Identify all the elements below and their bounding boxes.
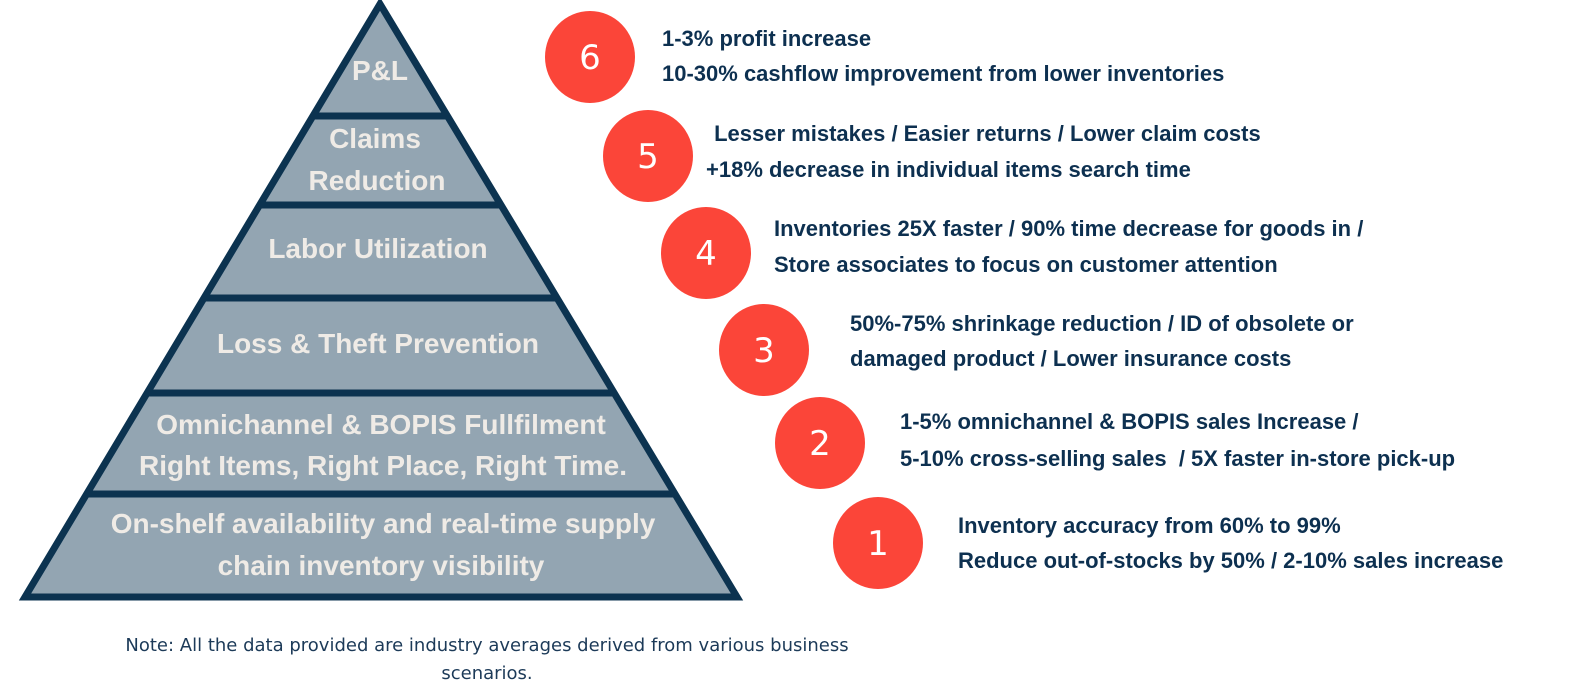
badge-circle [775, 397, 865, 489]
tier-omnichannel: Right Items, Right Place, Right Time. [139, 450, 627, 481]
benefit-text: Store associates to focus on customer at… [774, 252, 1278, 277]
benefit-text: 50%-75% shrinkage reduction / ID of obso… [850, 311, 1354, 336]
badge-number: 3 [753, 331, 775, 371]
benefit-text: 1-3% profit increase [662, 26, 871, 51]
tier-dividers [87, 112, 675, 498]
badge-circle [661, 207, 751, 299]
badge-circle [833, 497, 923, 589]
benefit-text: 10-30% cashflow improvement from lower i… [662, 61, 1224, 86]
badge-circle [603, 110, 693, 202]
benefit-text: 5-10% cross-selling sales / 5X faster in… [900, 446, 1455, 471]
benefit-2: 2 1-5% omnichannel & BOPIS sales Increas… [775, 397, 1455, 489]
benefit-text: Reduce out-of-stocks by 50% / 2-10% sale… [958, 548, 1503, 573]
tier-loss-theft-prevention: Loss & Theft Prevention [217, 328, 539, 359]
badge-circle [545, 11, 635, 103]
tier-claims-reduction: Claims [329, 123, 421, 154]
benefit-6: 6 1-3% profit increase 10-30% cashflow i… [545, 11, 1224, 103]
badge-number: 1 [867, 524, 889, 564]
benefit-text: +18% decrease in individual items search… [706, 157, 1191, 182]
benefit-text: 1-5% omnichannel & BOPIS sales Increase … [900, 409, 1359, 434]
badge-number: 2 [809, 424, 831, 464]
tier-labor-utilization: Labor Utilization [268, 233, 487, 264]
benefit-text: Inventory accuracy from 60% to 99% [958, 513, 1341, 538]
tier-on-shelf: On-shelf availability and real-time supp… [111, 508, 656, 539]
benefit-1: 1 Inventory accuracy from 60% to 99% Red… [833, 497, 1503, 589]
badge-number: 4 [695, 234, 717, 274]
tier-pnl: P&L [352, 55, 408, 86]
benefit-text: damaged product / Lower insurance costs [850, 346, 1291, 371]
benefit-3: 3 50%-75% shrinkage reduction / ID of ob… [719, 304, 1354, 396]
footnote: Note: All the data provided are industry… [125, 635, 848, 656]
badge-circle [719, 304, 809, 396]
tier-claims-reduction: Reduction [309, 165, 446, 196]
tier-on-shelf: chain inventory visibility [218, 550, 545, 581]
benefit-4: 4 Inventories 25X faster / 90% time decr… [661, 207, 1363, 299]
tier-omnichannel: Omnichannel & BOPIS Fullfilment [156, 409, 606, 440]
benefit-text: Lesser mistakes / Easier returns / Lower… [708, 121, 1261, 146]
badge-number: 5 [637, 137, 659, 177]
benefit-5: 5 Lesser mistakes / Easier returns / Low… [603, 110, 1261, 202]
benefit-text: Inventories 25X faster / 90% time decrea… [774, 216, 1363, 241]
badge-number: 6 [579, 38, 601, 78]
footnote: scenarios. [441, 663, 532, 684]
